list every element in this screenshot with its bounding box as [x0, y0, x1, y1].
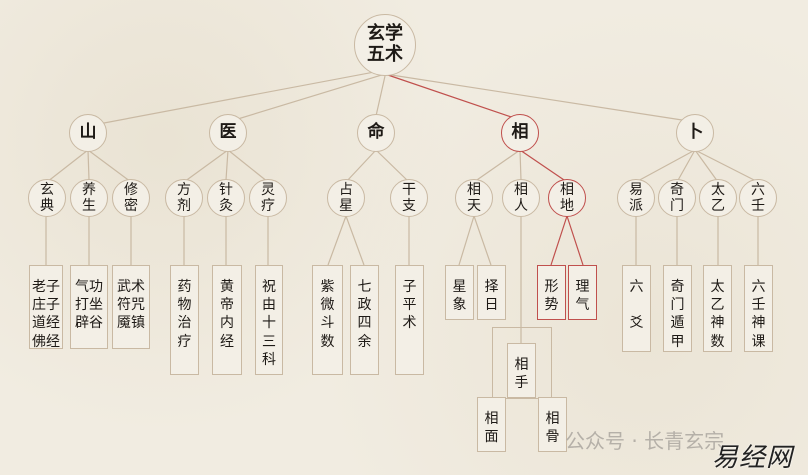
leaf-huangdi: 黄 帝 内 经 [212, 265, 242, 375]
node-zhanxing: 占 星 [327, 179, 365, 217]
node-yi: 医 [209, 114, 247, 152]
leaf-wushu: 武术 符咒 魇镇 [112, 265, 150, 349]
leaf-laozi: 老子 庄子 道经 佛经 [29, 265, 63, 350]
wechat-watermark: 公众号 · 长青玄宗 [565, 429, 725, 453]
node-xiumi: 修 密 [112, 179, 150, 217]
root-node-xuanxue: 玄学 五术 [354, 14, 416, 76]
node-yangsheng: 养 生 [70, 179, 108, 217]
node-zhenjiu: 针 灸 [207, 179, 245, 217]
leaf-yaowu: 药 物 治 疗 [170, 265, 199, 375]
leaf-ziwei: 紫 微 斗 数 [312, 265, 343, 375]
xiangren-frame [492, 327, 552, 399]
leaf-liuyao: 六 爻 [622, 265, 651, 352]
node-shan: 山 [69, 114, 107, 152]
node-qimen: 奇 门 [658, 179, 696, 217]
leaf-xingxiang: 星 象 [445, 265, 474, 320]
node-ming: 命 [357, 114, 395, 152]
leaf-xiangshou: 相 手 [507, 343, 536, 398]
leaf-zeri: 择 日 [477, 265, 506, 320]
leaf-ziping: 子 平 术 [395, 265, 424, 375]
node-bu: 卜 [676, 114, 714, 152]
node-taiyi: 太 乙 [699, 179, 737, 217]
node-xiangdi: 相 地 [548, 179, 586, 217]
node-liuren: 六 壬 [739, 179, 777, 217]
leaf-xiangmian: 相 面 [477, 397, 506, 452]
node-xiang: 相 [501, 114, 539, 152]
leaf-qizheng: 七 政 四 余 [350, 265, 379, 375]
node-ganzhi: 干 支 [390, 179, 428, 217]
leaf-xianggu: 相 骨 [538, 397, 567, 452]
node-fangji: 方 剂 [165, 179, 203, 217]
node-yipai: 易 派 [617, 179, 655, 217]
leaf-qimendunjia: 奇 门 遁 甲 [663, 265, 692, 352]
leaf-taiyishenshu: 太 乙 神 数 [703, 265, 732, 352]
leaf-zhuyou: 祝 由 十 三 科 [255, 265, 283, 375]
leaf-xingshi: 形 势 [537, 265, 566, 320]
node-xiangren: 相 人 [502, 179, 540, 217]
site-logo-watermark: 易经网 [712, 443, 794, 473]
leaf-liqi: 理 气 [568, 265, 597, 320]
node-lingliao: 灵 疗 [249, 179, 287, 217]
leaf-liurenshenke: 六 壬 神 课 [744, 265, 773, 352]
node-xiangtian: 相 天 [455, 179, 493, 217]
leaf-qigong: 气功 打坐 辟谷 [70, 265, 108, 349]
node-xuandian: 玄 典 [28, 179, 66, 217]
